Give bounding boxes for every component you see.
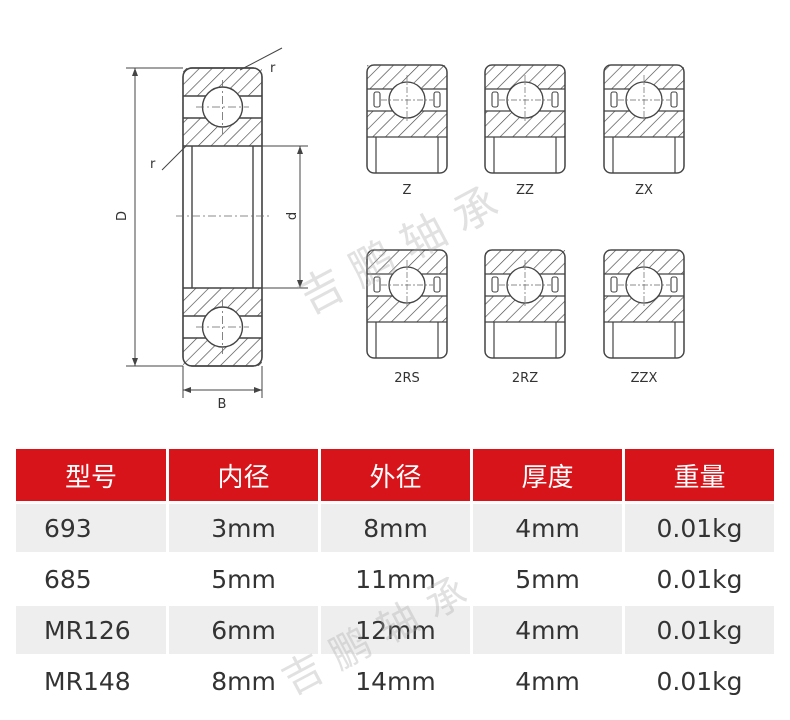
cell-inner: 6mm (169, 606, 318, 654)
variant-label: Z (403, 183, 412, 198)
variant-label: ZZ (516, 183, 534, 198)
header-inner-diameter: 内径 (169, 449, 318, 501)
cell-outer: 8mm (321, 504, 470, 552)
table-row: MR126 6mm 12mm 4mm 0.01kg (16, 606, 774, 654)
dim-r-top-label: r (270, 61, 276, 76)
cell-model: MR148 (16, 657, 166, 705)
cell-model: 685 (16, 555, 166, 603)
cell-outer: 12mm (321, 606, 470, 654)
variant-2rs: 2RS (366, 249, 448, 386)
spec-table: 型号 内径 外径 厚度 重量 693 3mm 8mm 4mm 0.01kg 68… (16, 449, 774, 705)
header-model: 型号 (16, 449, 166, 501)
dim-d-label: d (285, 212, 300, 220)
dim-D-label: D (115, 211, 130, 221)
dim-r-left-label: r (150, 157, 156, 172)
cell-inner: 5mm (169, 555, 318, 603)
cell-thickness: 4mm (473, 504, 622, 552)
dim-B-label: B (218, 397, 227, 412)
header-outer-diameter: 外径 (321, 449, 470, 501)
table-row: MR148 8mm 14mm 4mm 0.01kg (16, 657, 774, 705)
cell-weight: 0.01kg (625, 657, 774, 705)
variant-zzx: ZZX (603, 249, 685, 386)
cell-thickness: 4mm (473, 606, 622, 654)
variant-label: 2RS (394, 371, 420, 386)
cell-outer: 11mm (321, 555, 470, 603)
variant-label: ZX (635, 183, 653, 198)
cell-model: 693 (16, 504, 166, 552)
cell-outer: 14mm (321, 657, 470, 705)
cell-weight: 0.01kg (625, 606, 774, 654)
variant-label: 2RZ (512, 371, 538, 386)
cell-weight: 0.01kg (625, 555, 774, 603)
variant-2rz: 2RZ (484, 249, 566, 386)
variant-zz: ZZ (484, 64, 566, 198)
table-row: 693 3mm 8mm 4mm 0.01kg (16, 504, 774, 552)
header-weight: 重量 (625, 449, 774, 501)
cell-thickness: 5mm (473, 555, 622, 603)
table-row: 685 5mm 11mm 5mm 0.01kg (16, 555, 774, 603)
variant-z: Z (366, 64, 448, 198)
cell-inner: 3mm (169, 504, 318, 552)
cell-model: MR126 (16, 606, 166, 654)
cell-inner: 8mm (169, 657, 318, 705)
variant-label: ZZX (631, 371, 658, 386)
variant-zx: ZX (603, 64, 685, 198)
cell-weight: 0.01kg (625, 504, 774, 552)
table-header: 型号 内径 外径 厚度 重量 (16, 449, 774, 501)
cell-thickness: 4mm (473, 657, 622, 705)
header-thickness: 厚度 (473, 449, 622, 501)
